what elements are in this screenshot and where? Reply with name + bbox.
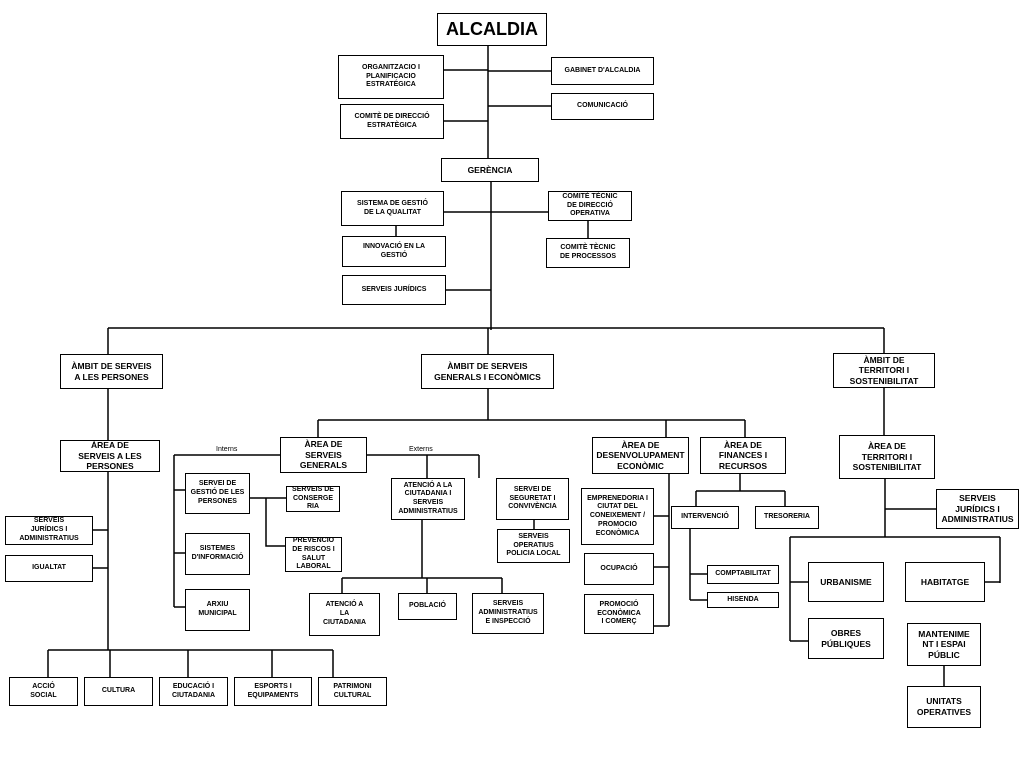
interns-label: Interns bbox=[216, 446, 238, 453]
comite-direccio-box: COMITÈ DE DIRECCIÓ ESTRATÈGICA bbox=[340, 104, 444, 139]
ambit-generals-box: ÀMBIT DE SERVEIS GENERALS I ECONÒMICS bbox=[421, 354, 554, 389]
emprenedoria-box: EMPRENEDORIA I CIUTAT DEL CONEIXEMENT / … bbox=[581, 488, 654, 545]
ambit-territori-box: ÀMBIT DE TERRITORI I SOSTENIBILITAT bbox=[833, 353, 935, 388]
area-generals-box: ÀREA DE SERVEIS GENERALS bbox=[280, 437, 367, 473]
obres-publiques-box: OBRES PÚBLIQUES bbox=[808, 618, 884, 659]
unitats-operatives-box: UNITATS OPERATIVES bbox=[907, 686, 981, 728]
comptabilitat-box: COMPTABILITAT bbox=[707, 565, 779, 584]
sistema-qualitat-box: SISTEMA DE GESTIÓ DE LA QUALITAT bbox=[341, 191, 444, 226]
ambit-persones-box: ÀMBIT DE SERVEIS A LES PERSONES bbox=[60, 354, 163, 389]
serveis-admin-inspeccio-box: SERVEIS ADMINISTRATIUS E INSPECCIÓ bbox=[472, 593, 544, 634]
gerencia-box: GERÈNCIA bbox=[441, 158, 539, 182]
area-finances-box: ÀREA DE FINANCES I RECURSOS bbox=[700, 437, 786, 474]
atencio-ciutadania-admin-box: ATENCIÓ A LA CIUTADANIA I SERVEIS ADMINI… bbox=[391, 478, 465, 520]
area-territori-box: ÀREA DE TERRITORI I SOSTENIBILITAT bbox=[839, 435, 935, 479]
innovacio-box: INNOVACIÓ EN LA GESTIÓ bbox=[342, 236, 446, 267]
seguretat-box: SERVEI DE SEGURETAT I CONVIVÈNCIA bbox=[496, 478, 569, 520]
gabinet-box: GABINET D'ALCALDIA bbox=[551, 57, 654, 85]
manteniment-box: MANTENIME NT I ESPAI PÚBLIC bbox=[907, 623, 981, 666]
gestio-persones-box: SERVEI DE GESTIÓ DE LES PERSONES bbox=[185, 473, 250, 514]
accio-social-box: ACCIÓ SOCIAL bbox=[9, 677, 78, 706]
esports-box: ESPORTS I EQUIPAMENTS bbox=[234, 677, 312, 706]
ocupacio-box: OCUPACIÓ bbox=[584, 553, 654, 585]
atencio-ciutadania-box: ATENCIÓ A LA CIUTADANIA bbox=[309, 593, 380, 636]
serveis-juridics-gerencia-box: SERVEIS JURÍDICS bbox=[342, 275, 446, 305]
promocio-comerc-box: PROMOCIÓ ECONÒMICA I COMERÇ bbox=[584, 594, 654, 634]
policia-box: SERVEIS OPERATIUS POLICIA LOCAL bbox=[497, 529, 570, 563]
comite-processos-box: COMITÈ TÈCNIC DE PROCESSOS bbox=[546, 238, 630, 268]
comite-operativa-box: COMITÈ TÈCNIC DE DIRECCIÓ OPERATIVA bbox=[548, 191, 632, 221]
intervencio-box: INTERVENCIÓ bbox=[671, 506, 739, 529]
serveis-juridics-persones-box: SERVEIS JURÍDICS I ADMINISTRATIUS bbox=[5, 516, 93, 545]
patrimoni-box: PATRIMONI CULTURAL bbox=[318, 677, 387, 706]
urbanisme-box: URBANISME bbox=[808, 562, 884, 602]
comunicacio-box: COMUNICACIÓ bbox=[551, 93, 654, 120]
habitatge-box: HABITATGE bbox=[905, 562, 985, 602]
consergeria-box: SERVEIS DE CONSERGE RIA bbox=[286, 486, 340, 512]
area-desenvolupament-box: ÀREA DE DESENVOLUPAMENT ECONÒMIC bbox=[592, 437, 689, 474]
cultura-box: CULTURA bbox=[84, 677, 153, 706]
org-planificacio-box: ORGANITZACIO I PLANIFICACIO ESTRATÉGICA bbox=[338, 55, 444, 99]
area-persones-box: ÀREA DE SERVEIS A LES PERSONES bbox=[60, 440, 160, 472]
poblacio-box: POBLACIÓ bbox=[398, 593, 457, 620]
arxiu-box: ARXIU MUNICIPAL bbox=[185, 589, 250, 631]
igualtat-box: IGUALTAT bbox=[5, 555, 93, 582]
externs-label: Externs bbox=[409, 446, 433, 453]
alcaldia-box: ALCALDIA bbox=[437, 13, 547, 46]
sistemes-informacio-box: SISTEMES D'INFORMACIÓ bbox=[185, 533, 250, 575]
tresoreria-box: TRESORERIA bbox=[755, 506, 819, 529]
hisenda-box: HISENDA bbox=[707, 592, 779, 608]
educacio-box: EDUCACIÓ I CIUTADANIA bbox=[159, 677, 228, 706]
serveis-juridics-territori-box: SERVEIS JURÍDICS I ADMINISTRATIUS bbox=[936, 489, 1019, 529]
prevencio-box: PREVENCIÓ DE RISCOS I SALUT LABORAL bbox=[285, 537, 342, 572]
